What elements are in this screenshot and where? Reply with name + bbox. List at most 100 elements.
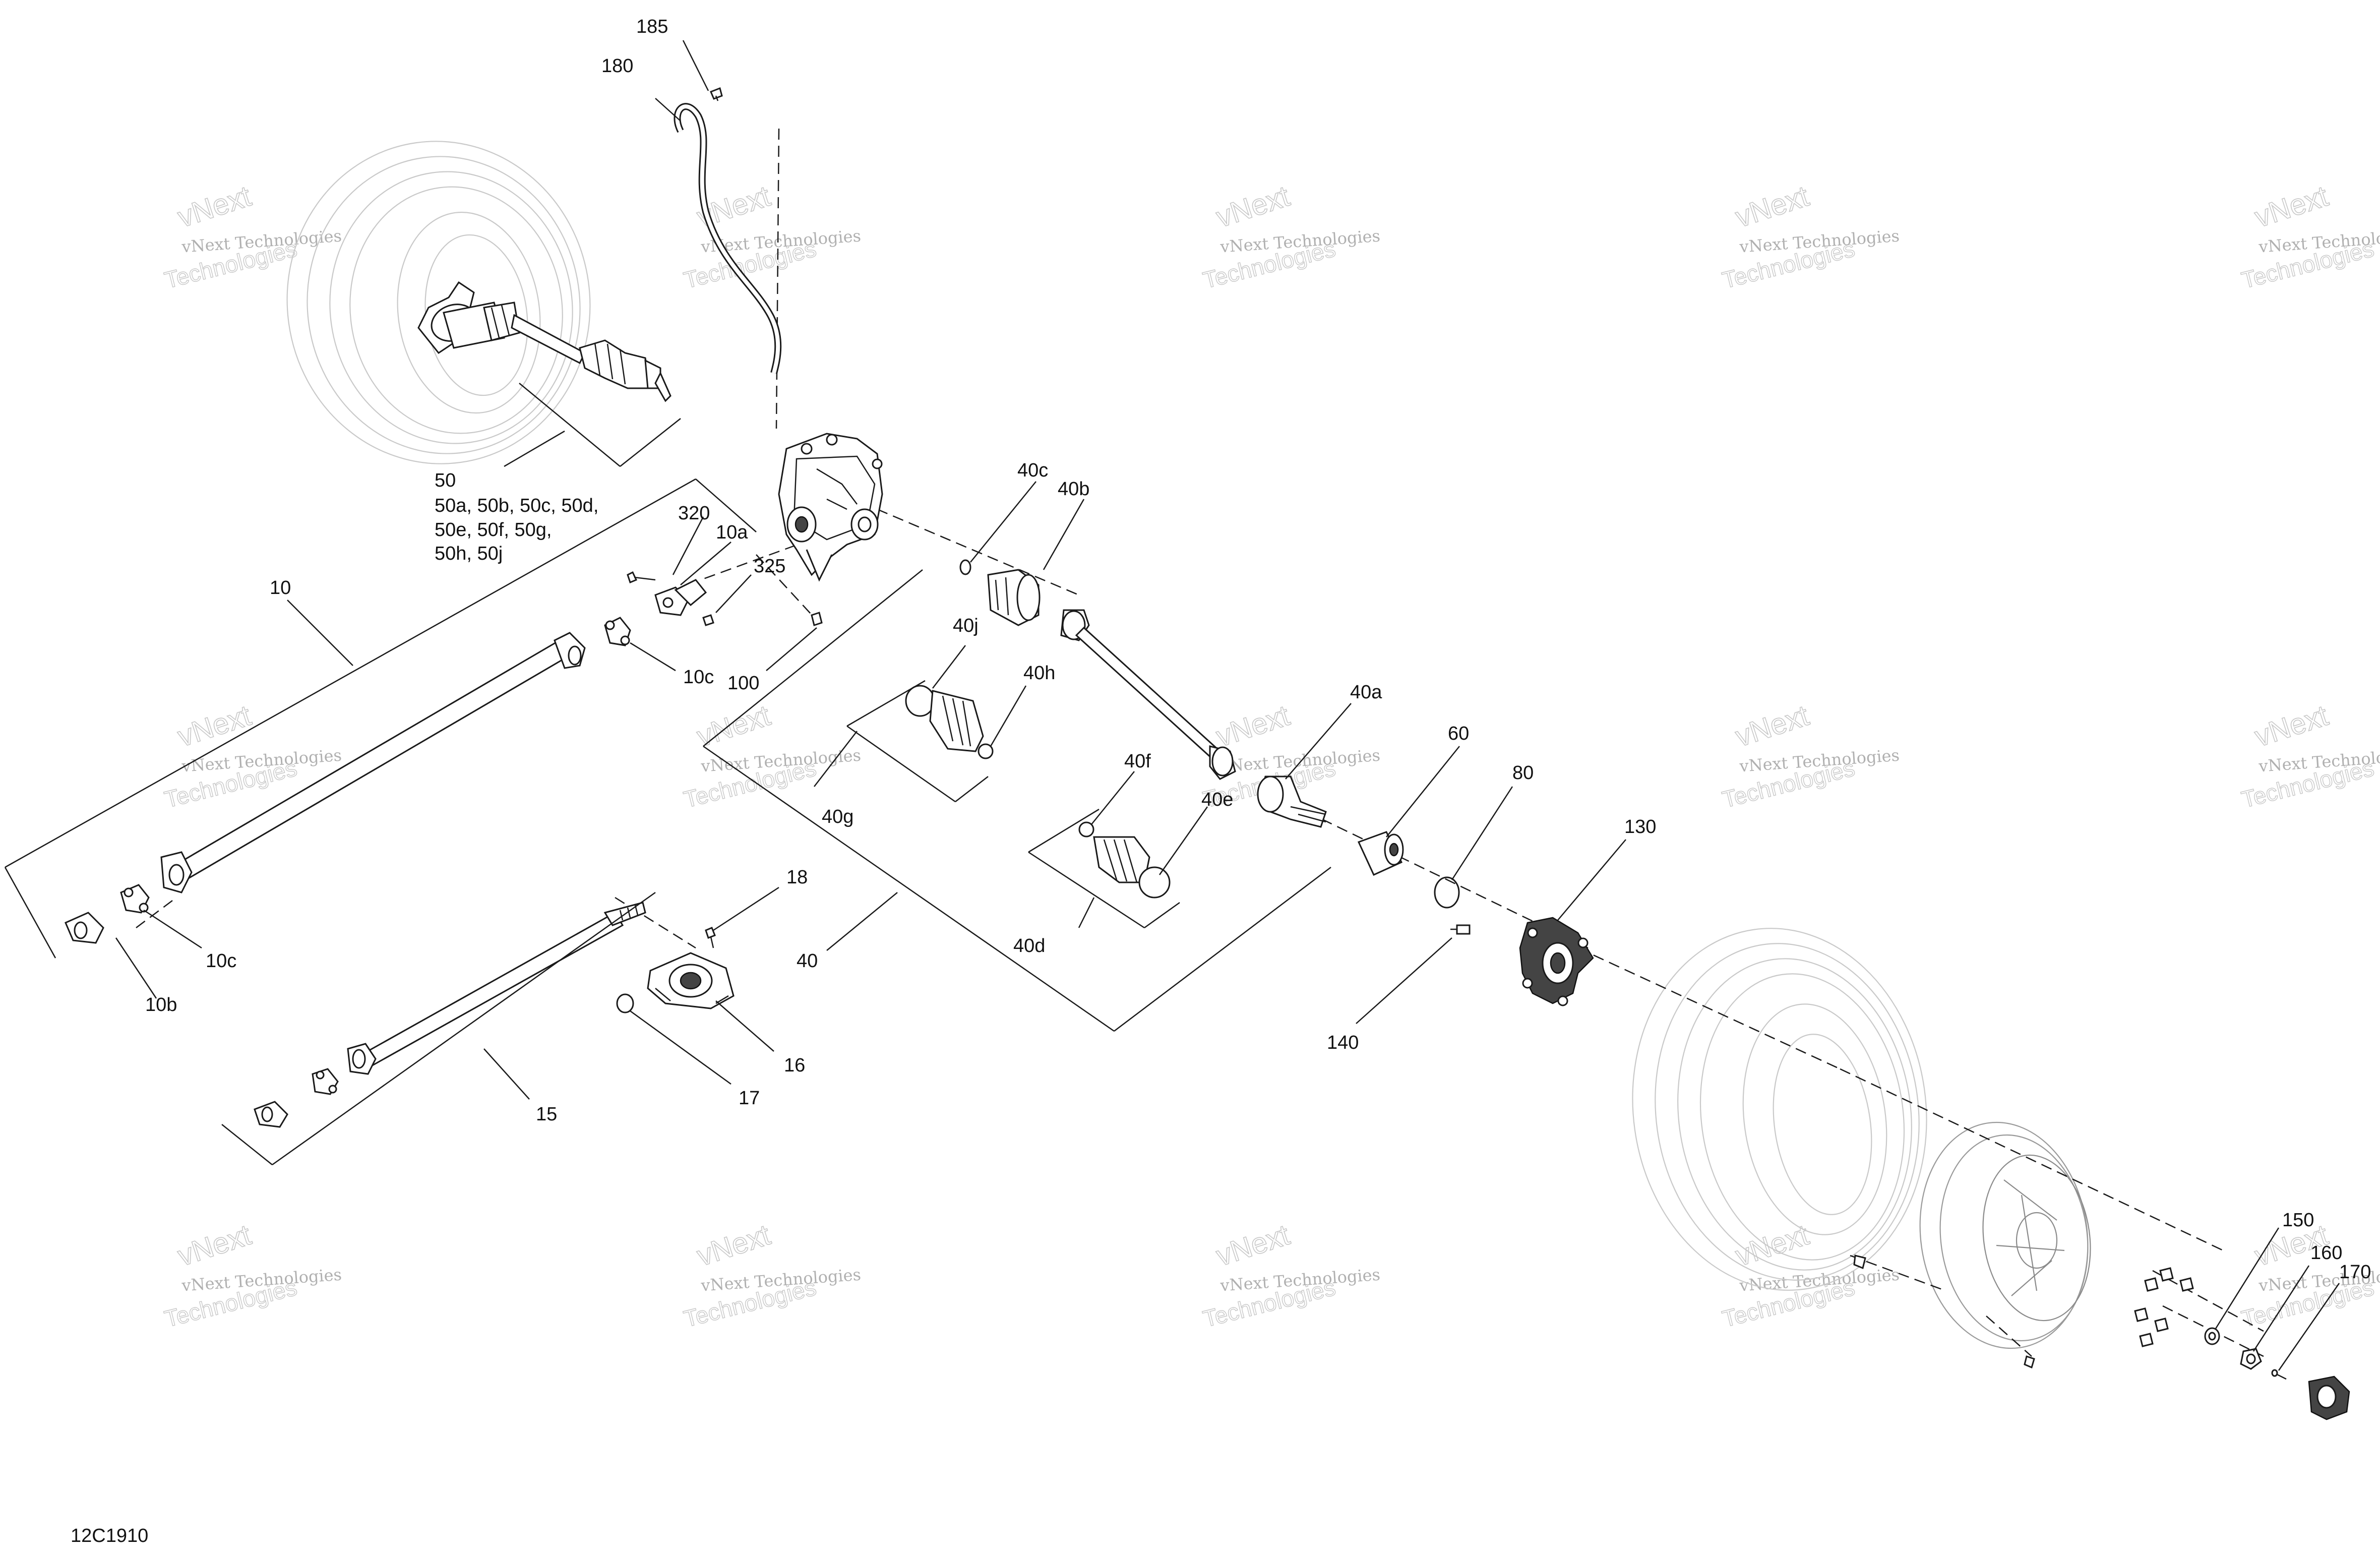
- watermark-tile: vNext Technologies vNext Technologies: [1719, 698, 1900, 813]
- bracket-40d: [1028, 808, 1180, 929]
- ghost-tire-lower-right: [1632, 928, 1927, 1291]
- axle-shaft: [1060, 609, 1236, 780]
- callout-40b: 40b: [1058, 479, 1089, 500]
- callout-160: 160: [2310, 1242, 2342, 1264]
- u-joint-10c-top: [604, 617, 631, 646]
- watermark-text-vnext: vNext: [1732, 699, 1813, 753]
- callout-10c-bottom: 10c: [206, 950, 236, 972]
- watermark-text-vnext: vNext: [174, 1218, 255, 1273]
- callout-50-variants-line2: 50e, 50f, 50g,: [435, 519, 552, 541]
- bolt-320: [627, 571, 656, 584]
- watermark-text-vnext: vNext: [174, 699, 255, 753]
- watermark-tile: vNext Technologies vNext Technologies: [2238, 179, 2380, 293]
- front-driveshaft-10: [160, 632, 586, 893]
- watermark-text-vnext: vNext: [1212, 699, 1294, 753]
- watermark-tile: vNext Technologies vNext Technologies: [2238, 698, 2380, 813]
- bracket-40g: [846, 680, 989, 803]
- watermark-text-vnext: vNext: [1212, 1218, 1294, 1273]
- watermark-tile: vNext Technologies vNext Technologies: [1719, 179, 1900, 293]
- bracket-10: [4, 478, 757, 959]
- wheel-bearing: [1357, 831, 1404, 876]
- bolt-18: [705, 927, 716, 948]
- leader-lines: [115, 40, 2340, 1371]
- callout-17: 17: [739, 1088, 760, 1109]
- callout-170: 170: [2339, 1262, 2371, 1283]
- hose-clip: [710, 87, 723, 101]
- callout-100: 100: [727, 673, 759, 694]
- watermark-tile: vNext Technologies vNext Technologies: [161, 179, 342, 293]
- callout-10: 10: [270, 577, 291, 599]
- callout-40j: 40j: [953, 615, 979, 636]
- bracket-40: [703, 569, 1331, 1032]
- watermark-tile: vNext Technologies vNext Technologies: [1719, 1218, 1900, 1332]
- callout-50-variants-line1: 50a, 50b, 50c, 50d,: [435, 495, 598, 516]
- callout-150: 150: [2282, 1210, 2314, 1231]
- watermark-tile: vNext Technologies vNext Technologies: [681, 1218, 862, 1332]
- callout-16: 16: [784, 1055, 805, 1076]
- lug-nuts: [2134, 1267, 2194, 1347]
- yoke-10b: [65, 912, 104, 944]
- watermark-tile: vNext Technologies vNext Technologies: [1200, 1218, 1381, 1332]
- watermark-text-vnext: vNext: [1732, 180, 1813, 234]
- watermark-text-vnext: vNext: [693, 1218, 774, 1273]
- callout-140: 140: [1327, 1032, 1359, 1053]
- yoke-10a: [654, 579, 707, 616]
- callout-18: 18: [786, 867, 808, 888]
- callout-80: 80: [1512, 762, 1534, 784]
- retaining-ring: [1434, 876, 1460, 909]
- watermark-text-vnext: vNext: [2251, 699, 2332, 753]
- callout-40: 40: [797, 950, 818, 972]
- wheel-hub: [1519, 917, 1594, 1006]
- callout-40d: 40d: [1013, 935, 1045, 957]
- watermark-text-vnext: vNext: [2251, 180, 2332, 234]
- plug-100: [811, 612, 823, 626]
- callout-15: 15: [536, 1104, 557, 1125]
- watermark-text-vnext: vNext: [1212, 180, 1294, 234]
- center-bearing-16: [647, 952, 735, 1009]
- cotter-pin-170: [2271, 1369, 2287, 1380]
- outer-boot-40e: [1078, 821, 1171, 899]
- bracket-50: [519, 383, 681, 467]
- valve-stem: [1853, 1255, 2035, 1369]
- rear-driveshaft-15: [347, 902, 646, 1075]
- callout-40c: 40c: [1017, 460, 1048, 481]
- watermark-tile: vNext Technologies vNext Technologies: [1200, 179, 1381, 293]
- o-ring-17: [616, 993, 634, 1013]
- callout-10c-top: 10c: [683, 667, 714, 688]
- seal-ring-40c: [959, 559, 971, 575]
- callout-40g: 40g: [822, 806, 853, 827]
- yoke-15: [254, 1101, 288, 1128]
- nut-160: [2240, 1348, 2262, 1370]
- watermark-tile: vNext Technologies vNext Technologies: [161, 1218, 342, 1332]
- callout-50: 50: [435, 470, 456, 491]
- callout-325: 325: [754, 556, 785, 577]
- callout-180: 180: [601, 55, 633, 77]
- watermark-text-vnext: vNext: [174, 180, 255, 234]
- callout-40f: 40f: [1124, 751, 1151, 772]
- inner-boot-40h: [905, 685, 994, 759]
- hub-cap: [2308, 1376, 2350, 1420]
- callout-130: 130: [1624, 816, 1656, 838]
- callout-185: 185: [636, 16, 668, 37]
- callout-50-variants-line3: 50h, 50j: [435, 543, 503, 564]
- watermark-tile: vNext Technologies vNext Technologies: [681, 698, 862, 813]
- nut-325: [702, 614, 714, 626]
- callout-40e: 40e: [1201, 789, 1233, 810]
- wheel-stud: [1450, 924, 1471, 935]
- breather-hose: [674, 103, 782, 374]
- axle-inner-joint: [987, 569, 1041, 626]
- bracket-15: [221, 891, 656, 1166]
- callout-60: 60: [1448, 723, 1469, 744]
- u-joint-10c-bottom: [120, 884, 150, 914]
- diagram-code: 12C1910: [71, 1525, 148, 1546]
- watermark-tile: vNext Technologies vNext Technologies: [681, 179, 862, 293]
- callout-40h: 40h: [1023, 663, 1055, 684]
- washer-150: [2204, 1327, 2220, 1345]
- wheel-rim: [1919, 1121, 2091, 1349]
- outer-cv-joint-40a: [1257, 775, 1327, 828]
- callout-labels: 185 180 50 50a, 50b, 50c, 50d, 50e, 50f,…: [145, 16, 2371, 1283]
- callout-40a: 40a: [1350, 682, 1382, 703]
- left-cv-axle: [417, 281, 672, 402]
- rear-differential: [778, 433, 883, 582]
